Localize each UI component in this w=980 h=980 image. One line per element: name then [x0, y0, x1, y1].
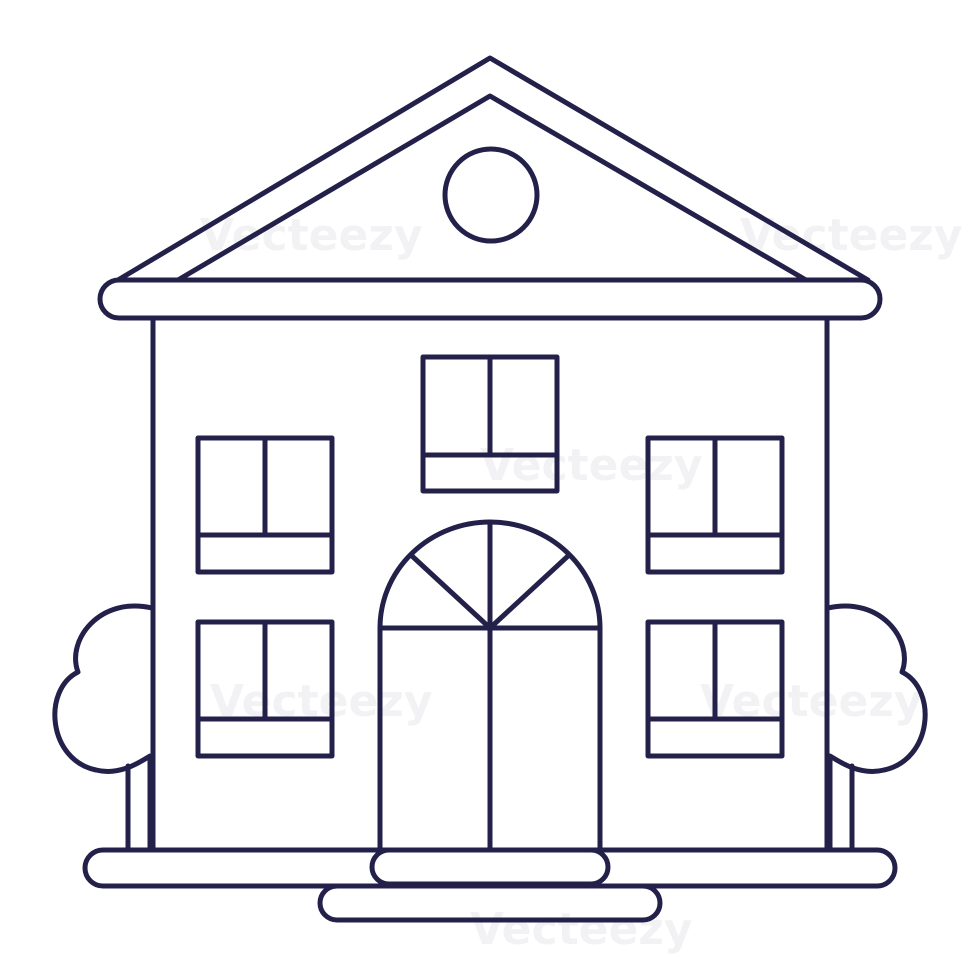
window-left-lower: [195, 619, 335, 759]
window-right-upper: [645, 435, 785, 575]
arched-door: [377, 519, 603, 855]
roof: [115, 55, 871, 283]
entrance-step-upper: [369, 847, 611, 887]
window-right-lower: [645, 619, 785, 759]
left-tree-icon: [52, 603, 155, 851]
window-left-upper: [195, 435, 335, 575]
window-top-center: [420, 354, 560, 494]
right-tree-icon: [825, 603, 928, 851]
entrance-step-lower: [317, 883, 663, 923]
roof-round-window: [442, 146, 540, 244]
roof-cornice: [97, 277, 883, 321]
